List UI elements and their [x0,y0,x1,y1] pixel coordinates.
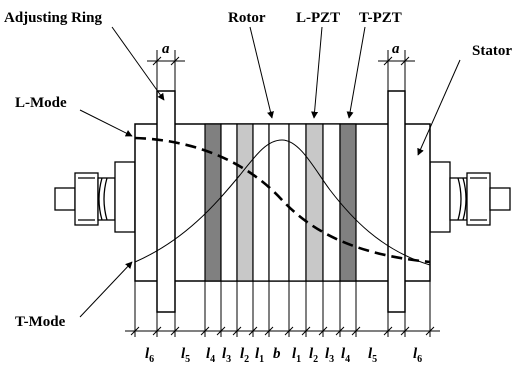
leader-t-pzt [346,26,366,119]
label-l-mode: L-Mode [15,95,67,111]
l-mode-curve [134,136,431,264]
leader-l-pzt [311,26,323,119]
bottom-dim-tick [335,326,345,336]
electrode-left [252,123,270,282]
bottom-dim-tick [152,326,162,336]
bottom-dimension-labels: l6 l5 l4 l3 l2 l1 b l1 l2 l3 l4 l5 l6 [145,346,422,365]
label-a-left: a [162,41,170,57]
bottom-dim-label: l4 [206,346,215,365]
bottom-dim-tick [130,326,140,336]
bottom-dim-tick [301,326,311,336]
label-l-pzt: L-PZT [296,10,340,26]
label-stator: Stator [472,43,512,59]
bottom-dim-tick [425,326,435,336]
bottom-dim-tick [318,326,328,336]
bottom-dim-label: l5 [181,346,190,365]
bottom-dim-tick [400,326,410,336]
bottom-dim-label: l1 [255,346,264,365]
label-a-right: a [392,41,400,57]
t-mode-curve [134,139,431,266]
bottom-dim-tick [248,326,258,336]
dim-a-left [147,50,185,91]
bottom-dim-label: l2 [309,346,318,365]
label-t-pzt: T-PZT [359,10,402,26]
bottom-dim-label: l6 [413,346,422,365]
bottom-dim-label: l3 [222,346,231,365]
l-pzt-right [305,123,324,282]
bottom-dim-tick [216,326,226,336]
label-rotor: Rotor [228,10,266,26]
adjusting-ring-right [387,90,406,313]
leader-l-mode [79,109,133,137]
leader-stator [417,59,461,156]
l-pzt-right-outer [322,123,341,282]
l-pzt-left-outer [220,123,238,282]
right-end-cap [429,161,451,233]
bottom-dimension-line [125,281,440,337]
left-end-cap [114,161,136,233]
label-adjusting-ring: Adjusting Ring [4,10,102,26]
bottom-dim-label: l4 [341,346,350,365]
leader-adjusting-ring [111,26,165,101]
bottom-dim-tick [383,326,393,336]
t-pzt-left [204,123,222,282]
bottom-dim-tick [284,326,294,336]
bottom-dim-label: l1 [292,346,301,365]
l-pzt-left [236,123,254,282]
dim-a-right [378,50,415,91]
pzt-stack [204,123,357,282]
label-t-mode: T-Mode [15,314,66,330]
bottom-dim-tick [200,326,210,336]
t-pzt-right [339,123,357,282]
rotor-ring [268,123,290,282]
left-bolt [54,172,116,226]
bottom-dim-tick [264,326,274,336]
bottom-dim-tick [351,326,361,336]
bottom-dim-label: l2 [240,346,249,365]
adjusting-ring-left [156,90,176,313]
bottom-dim-label: b [273,346,281,362]
leader-rotor [249,26,274,119]
bottom-dim-label: l5 [368,346,377,365]
bottom-dim-label: l3 [325,346,334,365]
leader-t-mode [79,261,133,318]
right-bolt [449,172,511,226]
bottom-dim-tick [170,326,180,336]
bottom-dim-tick [232,326,242,336]
bottom-dim-label: l6 [145,346,154,365]
